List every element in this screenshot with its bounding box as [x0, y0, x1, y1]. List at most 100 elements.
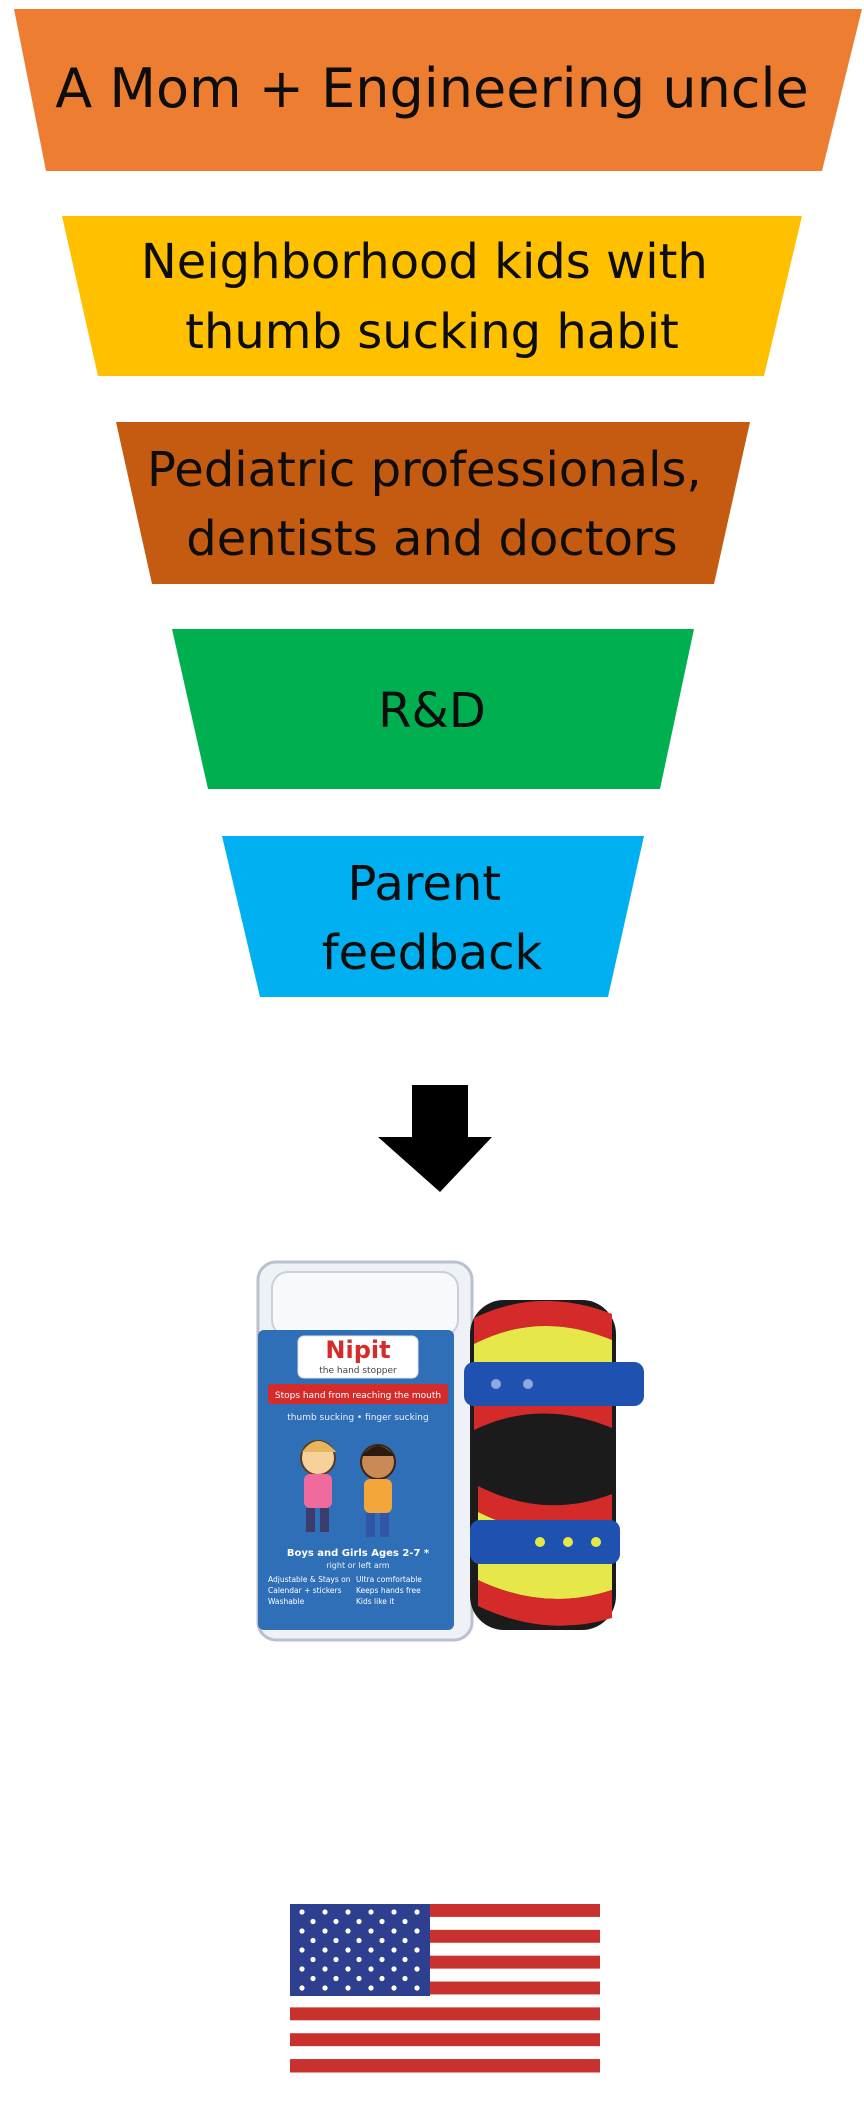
funnel-stage-founders: A Mom + Engineering uncle — [14, 9, 862, 171]
flag-star — [379, 1937, 385, 1944]
flag-star — [368, 1909, 374, 1915]
splint-strap — [464, 1362, 644, 1406]
package-feature: Washable — [268, 1597, 305, 1606]
package-features: Adjustable & Stays on Ultra comfortable … — [268, 1575, 422, 1606]
flag-star — [414, 1928, 420, 1934]
flag-star — [402, 1937, 408, 1944]
flag-star — [356, 1918, 362, 1925]
package-banner — [268, 1384, 448, 1404]
funnel-stage-rnd: R&D — [172, 629, 694, 789]
package-ages: Boys and Girls Ages 2-7 * — [287, 1548, 430, 1559]
flag-star — [414, 1947, 420, 1953]
flag-star — [391, 1985, 397, 1991]
funnel-stage-shape — [62, 216, 802, 376]
package-feature: Ultra comfortable — [356, 1575, 422, 1584]
flag-stripe — [290, 2033, 600, 2047]
package-feature: Adjustable & Stays on — [268, 1575, 351, 1584]
arm-splint — [464, 1300, 644, 1630]
flag-star — [322, 1909, 328, 1915]
flag-star — [345, 1909, 351, 1915]
svg-text:R&D: R&D — [378, 683, 486, 739]
flag-stars — [299, 1909, 420, 1991]
flag-star — [379, 1975, 385, 1982]
flag-star — [402, 1918, 408, 1925]
svg-text:A Mom + Engineering uncle: A Mom + Engineering uncle — [55, 57, 808, 120]
flag-star — [368, 1985, 374, 1991]
flag-star — [310, 1937, 316, 1944]
package-feature: Keeps hands free — [356, 1586, 421, 1595]
flag-star — [310, 1918, 316, 1925]
funnel-stage-label: Pediatric professionals, — [147, 442, 702, 498]
flag-star — [322, 1985, 328, 1991]
flag-star — [333, 1937, 339, 1944]
package-feature: Kids like it — [356, 1597, 394, 1606]
package-subline: thumb sucking • finger sucking — [287, 1413, 428, 1423]
funnel-stage-shape — [222, 836, 644, 997]
brand-badge — [297, 1335, 419, 1379]
product-photo: Nipit the hand stopper Stops hand from r… — [256, 1260, 644, 1642]
flag-stripe — [290, 1994, 600, 2008]
flag-star — [333, 1956, 339, 1963]
flag-star — [414, 1985, 420, 1991]
flag-star — [345, 1947, 351, 1953]
package-banner-text: Stops hand from reaching the mouth — [275, 1391, 441, 1401]
flag-star — [379, 1956, 385, 1963]
funnel-stage-label: feedback — [322, 925, 543, 981]
flag-stripe — [290, 2020, 600, 2034]
flag-canton — [290, 1904, 430, 1996]
package-feature: Calendar + stickers — [268, 1586, 342, 1595]
us-flag-icon — [290, 1904, 600, 2073]
flag-star — [310, 1975, 316, 1982]
flag-star — [310, 1956, 316, 1963]
funnel-stage-label: A Mom + Engineering uncle — [55, 57, 808, 120]
flag-star — [356, 1937, 362, 1944]
flag-star — [322, 1947, 328, 1953]
brand-name: Nipit — [325, 1336, 390, 1364]
flag-star — [402, 1956, 408, 1963]
flag-star — [402, 1975, 408, 1982]
funnel-stage-label: Neighborhood kids with — [141, 234, 708, 290]
flag-stripe — [290, 2007, 600, 2021]
brand-tagline: the hand stopper — [319, 1366, 397, 1376]
svg-text:Parent feedback: Parent feedback — [322, 856, 543, 981]
funnel-stage-label: thumb sucking habit — [185, 304, 679, 360]
clamshell-top-rim — [271, 1271, 459, 1337]
svg-text:Neighborhood kids with: Neighborhood kids with thumb sucking hab… — [141, 234, 723, 360]
flag-star — [391, 1928, 397, 1934]
funnel-stage-shape — [172, 629, 694, 789]
funnel-stage-parent-feedback: Parent feedback — [222, 836, 644, 997]
kids-illustration — [300, 1440, 396, 1537]
funnel: A Mom + Engineering uncle Neighborhood k… — [14, 9, 862, 997]
flag-star — [356, 1956, 362, 1963]
funnel-stage-shape — [14, 9, 862, 171]
flag-star — [333, 1975, 339, 1982]
flag-star — [356, 1975, 362, 1982]
flag-star — [299, 1966, 305, 1972]
flag-star — [299, 1928, 305, 1934]
funnel-stage-shape — [116, 422, 750, 584]
funnel-stage-label: R&D — [378, 683, 486, 739]
flag-star — [368, 1928, 374, 1934]
flag-star — [391, 1947, 397, 1953]
flag-star — [299, 1985, 305, 1991]
flag-star — [299, 1909, 305, 1915]
flag-star — [345, 1966, 351, 1972]
flag-star — [333, 1918, 339, 1925]
funnel-stage-label: Parent — [348, 856, 502, 912]
flag-star — [368, 1947, 374, 1953]
flag-star — [345, 1928, 351, 1934]
package-ages-note: right or left arm — [326, 1561, 390, 1570]
funnel-stage-neighborhood-kids: Neighborhood kids with thumb sucking hab… — [62, 216, 802, 376]
flag-star — [414, 1966, 420, 1972]
flag-star — [322, 1966, 328, 1972]
flag-star — [414, 1909, 420, 1915]
flag-stripe — [290, 2059, 600, 2073]
flag-star — [391, 1966, 397, 1972]
package-card — [258, 1330, 454, 1630]
down-arrow-icon — [378, 1085, 492, 1192]
funnel-stage-pediatric-professionals: Pediatric professionals, dentists and do… — [116, 422, 750, 584]
funnel-stage-label: dentists and doctors — [186, 511, 677, 567]
flag-star — [379, 1918, 385, 1925]
flag-star — [391, 1909, 397, 1915]
